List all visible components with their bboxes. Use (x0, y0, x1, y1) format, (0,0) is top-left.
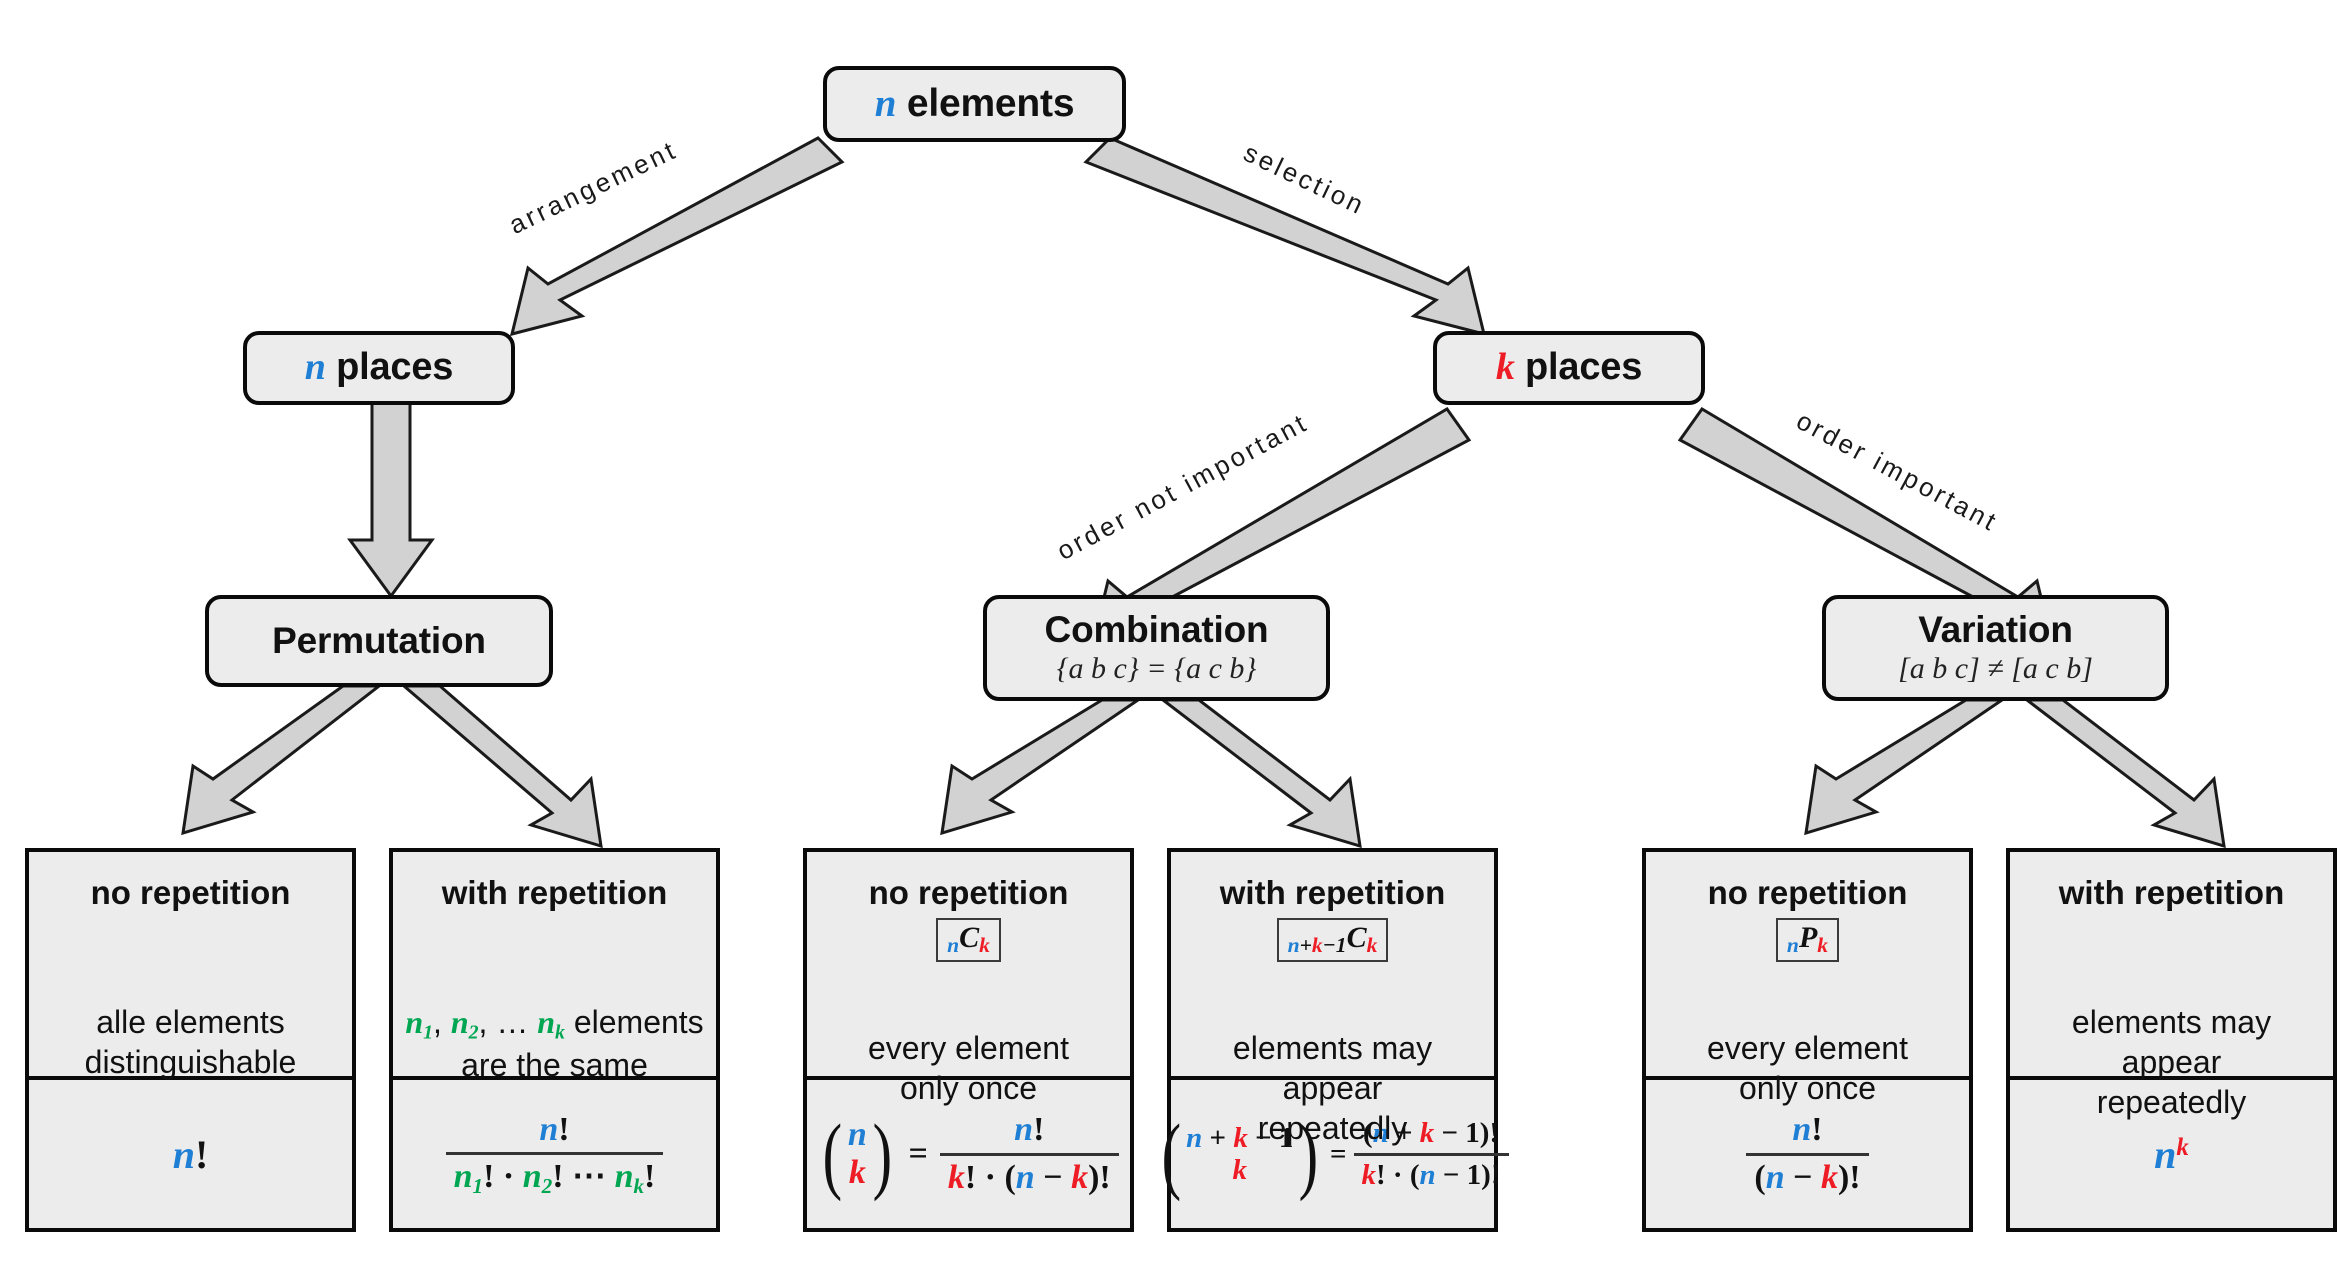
leaf-formula: n! (29, 1076, 352, 1228)
node-variation[interactable]: Variation [a b c] ≠ [a c b] (1822, 595, 2169, 701)
fraction-numerator: n! (539, 1110, 570, 1148)
leaf-code-notation: nCk (936, 917, 1001, 963)
arrow-combination-to-leaf4 (1158, 698, 1362, 849)
node-root-label: n elements (874, 81, 1075, 125)
fraction: n! (n − k)! (1746, 1110, 1869, 1198)
fraction-denominator: n1! · n2! ⋯ nk! (445, 1151, 664, 1199)
fraction-numerator: n! (1014, 1111, 1045, 1149)
node-root[interactable]: n elements (823, 66, 1126, 142)
node-n-places-label: n places (304, 346, 454, 389)
fraction-denominator: (n − k)! (1746, 1152, 1869, 1198)
node-combination[interactable]: Combination {a b c} = {a c b} (983, 595, 1330, 701)
variable-n1: n1 (405, 1004, 434, 1044)
variable-k: k (1495, 346, 1515, 389)
fraction-denominator: k! · (n − 1)! (1353, 1152, 1509, 1192)
edge-label-arrangement: arrangement (504, 134, 682, 240)
leaf-code-notation: nPk (1775, 917, 1840, 963)
fraction: n! n1! · n2! ⋯ nk! (445, 1110, 664, 1199)
variable-nk: nk (537, 1004, 565, 1044)
leaf-header: with repetition (441, 874, 668, 911)
equals-sign: = (908, 1135, 928, 1172)
node-combination-subtitle: {a b c} = {a c b} (1056, 651, 1257, 685)
node-k-places-label: k places (1495, 346, 1643, 389)
leaf-header: with repetition (2058, 874, 2285, 911)
arrow-combination-to-leaf3 (940, 698, 1143, 836)
leaf-formula: n! n1! · n2! ⋯ nk! (393, 1076, 716, 1228)
variable-n: n (874, 81, 897, 125)
leaf-formula: nk (2010, 1076, 2333, 1228)
fraction: n! k! · (n − k)! (939, 1110, 1119, 1198)
fraction: (n + k − 1)! k! · (n − 1)! (1353, 1116, 1509, 1192)
leaf-header: no repetition (868, 874, 1069, 911)
equals-sign: = (1329, 1137, 1347, 1170)
leaf-header: no repetition (90, 874, 291, 911)
variable-n2: n2 (450, 1004, 479, 1044)
arrow-variation-to-leaf5 (1804, 698, 2007, 836)
arrow-permutation-to-leaf1 (181, 684, 384, 836)
variable-n: n (2154, 1131, 2177, 1177)
edge-label-order-not-important: order not important (1051, 406, 1314, 566)
node-k-places-text: places (1514, 346, 1643, 389)
arrow-permutation-to-leaf2 (399, 684, 603, 849)
node-variation-title: Variation (1918, 609, 2073, 651)
node-k-places[interactable]: k places (1433, 331, 1705, 405)
leaf-formula: n! (n − k)! (1646, 1076, 1969, 1228)
leaf-header: no repetition (1707, 874, 1908, 911)
fraction-denominator: k! · (n − k)! (939, 1152, 1119, 1198)
arrow-n-places-to-permutation (347, 398, 435, 599)
leaf-upper: with repetition n+k−1Ck elements may app… (1171, 852, 1494, 1146)
variable-n: n (172, 1131, 195, 1177)
node-permutation[interactable]: Permutation (205, 595, 553, 687)
edge-label-order-important: order important (1791, 405, 2004, 538)
leaf-header: with repetition (1219, 874, 1446, 911)
edge-label-selection: selection (1239, 137, 1371, 221)
leaf-code-notation: n+k−1Ck (1276, 917, 1389, 963)
fraction-numerator: (n + k − 1)! (1362, 1117, 1500, 1150)
node-combination-title: Combination (1044, 609, 1269, 651)
node-n-places-text: places (325, 346, 454, 389)
exponent-k: k (2176, 1133, 2189, 1161)
variable-n: n (304, 346, 326, 389)
node-root-text: elements (896, 81, 1075, 125)
node-variation-subtitle: [a b c] ≠ [a c b] (1898, 651, 2093, 685)
arrow-variation-to-leaf6 (2022, 698, 2226, 849)
node-n-places[interactable]: n places (243, 331, 515, 405)
fraction-numerator: n! (1792, 1111, 1823, 1149)
leaf-combination-with-repetition[interactable]: with repetition n+k−1Ck elements may app… (1161, 848, 1509, 1232)
factorial-sign: ! (194, 1131, 209, 1177)
node-permutation-title: Permutation (272, 619, 486, 661)
arrow-root-to-n-places (509, 136, 845, 337)
